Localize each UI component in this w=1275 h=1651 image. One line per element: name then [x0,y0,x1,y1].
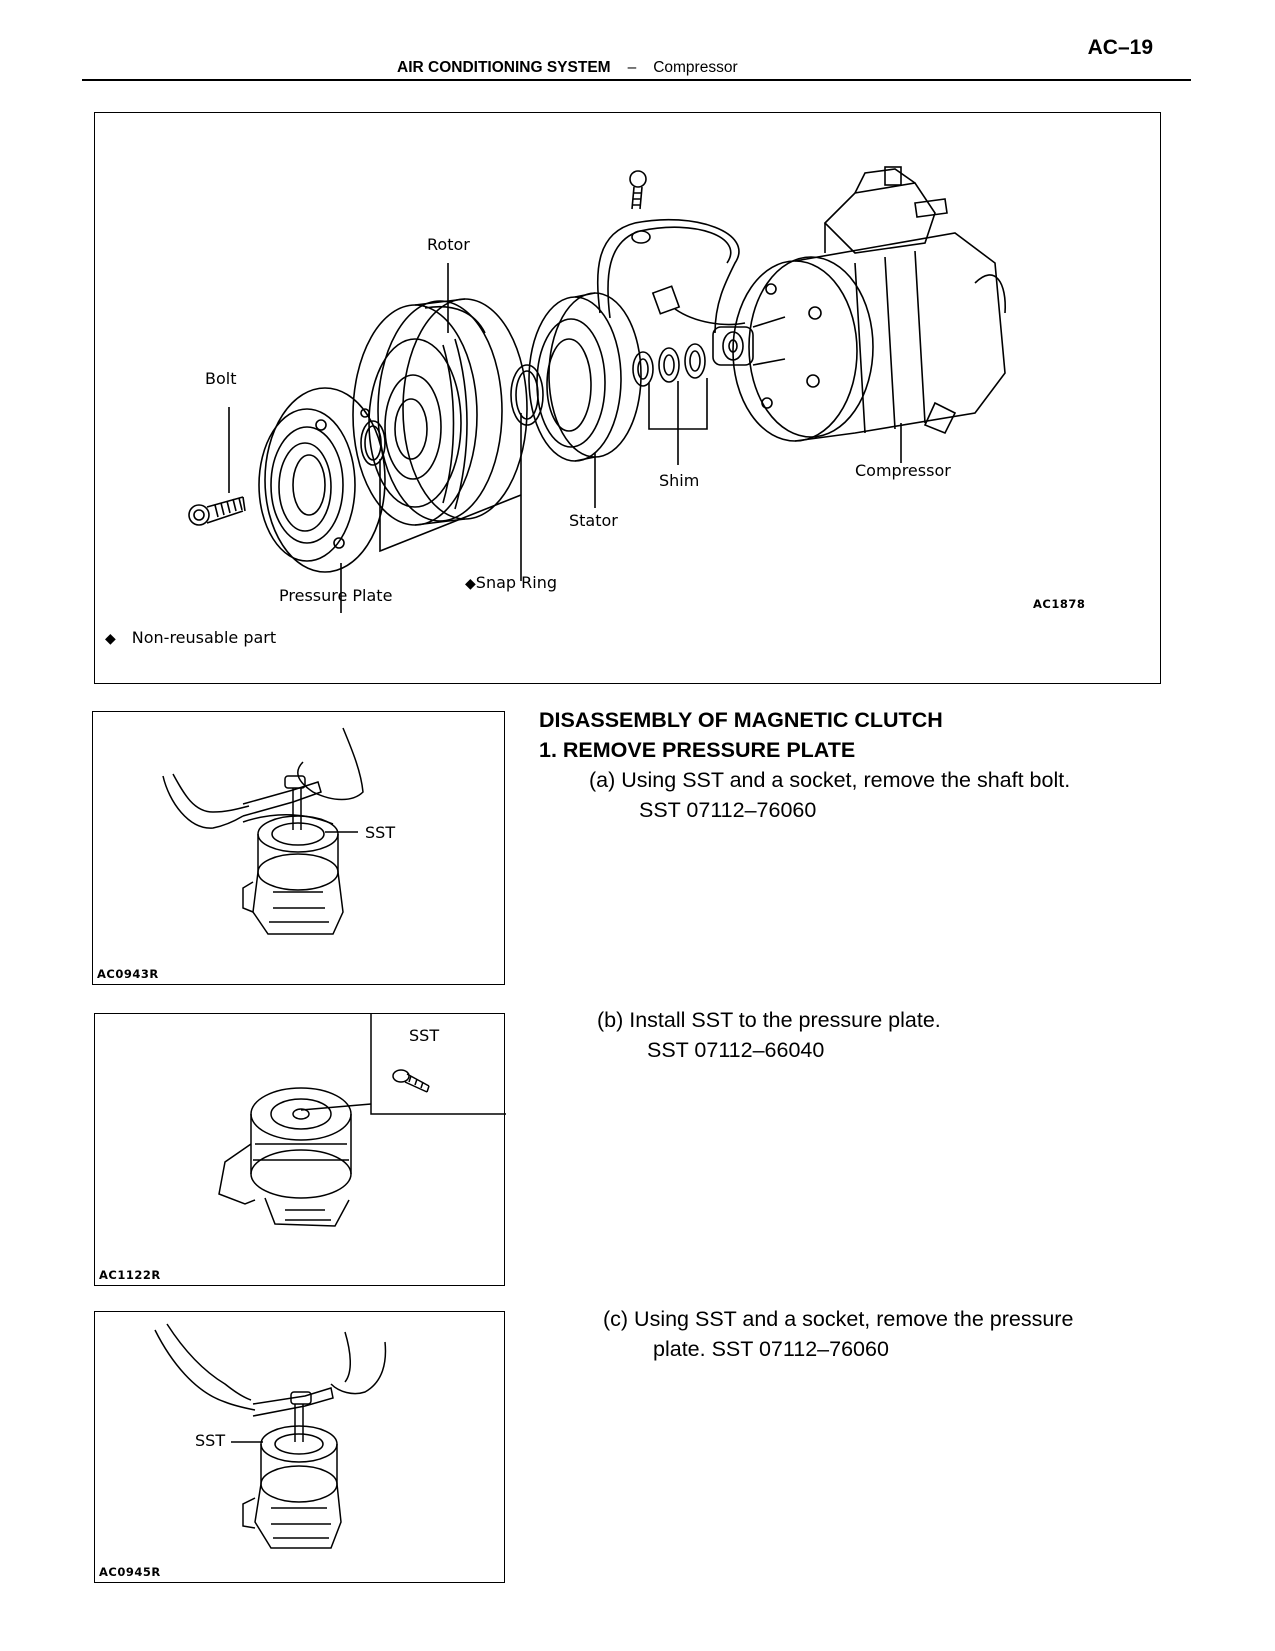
header-rule [82,79,1191,81]
figure-code: AC0943R [97,967,159,981]
pressure-plate-drawing [258,387,386,573]
sst-bolt-icon [392,1069,430,1093]
right-hand [330,1341,387,1395]
sst-label: SST [365,823,396,842]
diamond-icon: ◆ [465,576,476,592]
compressor-drawing [712,166,1006,442]
stator-drawing [528,292,642,462]
exploded-view-drawing [188,166,1006,613]
lead-wire [596,218,740,334]
figure-c: SST AC0945R [94,1311,505,1583]
compressor-label: Compressor [855,461,951,480]
figure-c-drawing [154,1323,387,1549]
step-1-heading: 1. REMOVE PRESSURE PLATE [539,738,856,762]
socket [294,1404,304,1442]
step-a-text: (a) Using SST and a socket, remove the s… [589,768,1071,792]
legend-text: Non-reusable part [131,628,277,647]
wire-connector [651,285,681,315]
small-bolt-drawing [629,170,647,210]
ratchet-handle [252,1387,334,1417]
compressor-body [254,1483,342,1549]
figure-b: SST AC1122R [94,1013,506,1286]
figure-code: AC1878 [1033,597,1086,611]
figure-code: AC1122R [99,1268,161,1282]
compressor-body [252,871,344,935]
step-c-text-cont: plate. SST 07112–76060 [653,1337,889,1361]
running-header: AIR CONDITIONING SYSTEM–Compressor [397,59,738,77]
step-c-text: (c) Using SST and a socket, remove the p… [603,1307,1074,1331]
rotor-label: Rotor [427,235,470,254]
step-a-sst: SST 07112–76060 [639,798,817,822]
figure-b-drawing [218,1014,506,1227]
header-separator: – [627,59,637,76]
sst-label: SST [409,1026,440,1045]
right-hand [297,727,364,801]
bolt-label: Bolt [205,369,237,388]
page-number: AC–19 [1087,36,1153,59]
figure-a-drawing [162,727,364,935]
shim-label: Shim [659,471,700,490]
pulley-top [260,1425,338,1463]
section-heading: DISASSEMBLY OF MAGNETIC CLUTCH [539,708,943,732]
sst-label: SST [195,1431,226,1450]
exploded-view-figure: Rotor Bolt Compressor Shim Stator ◆Snap … [94,112,1161,684]
bolt-drawing [188,496,246,526]
pressure-plate-label: Pressure Plate [279,586,393,605]
rotor-drawing [352,298,528,526]
section-title: AIR CONDITIONING SYSTEM [397,59,611,76]
shim-bracket [648,378,708,465]
diamond-icon: ◆ [105,631,116,647]
stator-label: Stator [569,511,618,530]
left-hand [166,1323,252,1401]
sst-leader [300,1103,372,1111]
figure-code: AC0945R [99,1565,161,1579]
pulley-top [250,1087,352,1141]
compressor-body [218,1143,256,1205]
step-b-sst: SST 07112–66040 [647,1038,825,1062]
legend: ◆ Non-reusable part [105,628,276,647]
left-hand [172,773,250,813]
snap-ring-label: ◆Snap Ring [465,573,557,592]
figure-a: SST AC0943R [92,711,505,985]
step-b-text: (b) Install SST to the pressure plate. [597,1008,941,1032]
snap-ring-bracket [379,459,522,553]
inset-box [370,1014,506,1115]
ratchet-handle [242,781,322,817]
shim-drawing [632,343,706,387]
subsection-title: Compressor [653,59,738,76]
